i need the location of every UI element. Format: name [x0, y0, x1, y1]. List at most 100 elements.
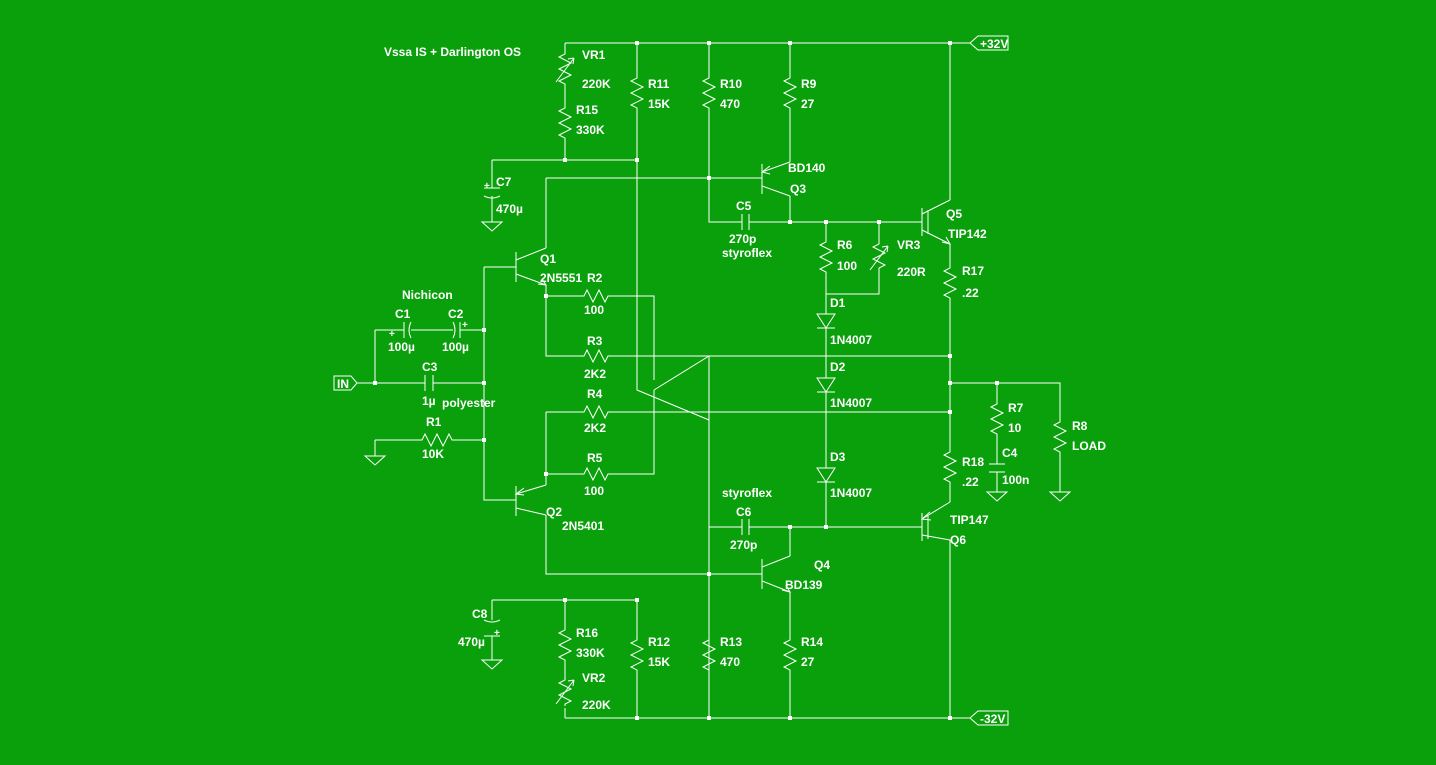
resistor-r6: [818, 238, 834, 276]
vr2-value: 220K: [582, 698, 611, 712]
r13-value: 470: [720, 655, 740, 669]
r4-ref: R4: [587, 387, 603, 401]
r10-value: 470: [720, 97, 740, 111]
r1-value: 10K: [422, 447, 444, 461]
r2-ref: R2: [587, 271, 603, 285]
resistor-r18: [942, 448, 958, 486]
q1-value: 2N5551: [540, 271, 582, 285]
capacitor-c5: [741, 214, 750, 230]
ground-c4: [985, 491, 1009, 502]
q3-value: BD140: [788, 161, 826, 175]
c5-value: 270p: [729, 232, 756, 246]
resistor-r2: [580, 288, 612, 304]
resistor-r7: [989, 400, 1005, 438]
c3-ref: C3: [422, 360, 438, 374]
r14-value: 27: [801, 655, 815, 669]
d2-value: 1N4007: [830, 396, 872, 410]
ports: [333, 35, 1009, 726]
q4-value: BD139: [785, 578, 823, 592]
svg-text:+: +: [462, 320, 468, 331]
vr1-value: 220K: [582, 77, 611, 91]
d3-value: 1N4007: [830, 486, 872, 500]
wires: [357, 42, 1061, 719]
resistor-vr1: [557, 50, 573, 88]
resistor-r8: [1052, 418, 1068, 456]
c7-ref: C7: [496, 175, 512, 189]
resistor-r15: [557, 104, 573, 142]
r10-ref: R10: [720, 77, 742, 91]
c5-ref: C5: [736, 199, 752, 213]
c8-ref: C8: [472, 607, 488, 621]
c2-ref: C2: [448, 307, 464, 321]
r16-value: 330K: [576, 646, 605, 660]
resistor-r13: [701, 636, 717, 674]
resistor-r17: [942, 264, 958, 302]
ground-c8: [480, 659, 504, 670]
vr2-ref: VR2: [582, 671, 606, 685]
transistor-q2: [514, 484, 547, 516]
r8-value: LOAD: [1072, 439, 1106, 453]
r9-value: 27: [801, 97, 815, 111]
transistor-q6: [920, 501, 951, 541]
transistor-q4: [761, 555, 792, 593]
r18-ref: R18: [962, 455, 984, 469]
q3-ref: Q3: [790, 182, 806, 196]
capacitor-c3: [424, 375, 434, 391]
c3-note: polyester: [442, 396, 496, 410]
r17-value: .22: [962, 286, 979, 300]
q6-ref: Q6: [950, 533, 966, 547]
capacitor-c1: [403, 321, 412, 339]
ground-symbols: [363, 221, 1072, 670]
c2-value: 100µ: [442, 340, 469, 354]
port-negative: [969, 710, 1009, 726]
resistor-r3: [580, 348, 612, 364]
resistor-r12: [629, 636, 645, 674]
r4-value: 2K2: [584, 421, 606, 435]
r12-ref: R12: [648, 635, 670, 649]
c6-value: 270p: [730, 538, 757, 552]
resistor-symbols: [418, 50, 1068, 706]
r15-value: 330K: [576, 123, 605, 137]
c8-value: 470µ: [458, 635, 485, 649]
q5-ref: Q5: [946, 207, 962, 221]
c3-value: 1µ: [422, 394, 436, 408]
c1-ref: C1: [395, 307, 411, 321]
resistor-r16: [557, 626, 573, 664]
ground-r1: [363, 455, 387, 466]
d3-ref: D3: [830, 450, 846, 464]
r2-value: 100: [584, 303, 604, 317]
r8-ref: R8: [1072, 419, 1088, 433]
c7-value: 470µ: [496, 202, 523, 216]
schematic-title: Vssa IS + Darlington OS: [384, 45, 521, 59]
vr3-ref: VR3: [897, 238, 921, 252]
port-input: [333, 375, 358, 391]
diode-symbols: [816, 313, 836, 483]
vr1-ref: VR1: [582, 48, 606, 62]
c5-note: styroflex: [722, 246, 772, 260]
c4-value: 100n: [1002, 473, 1029, 487]
d1-value: 1N4007: [830, 333, 872, 347]
r18-value: .22: [962, 475, 979, 489]
r17-ref: R17: [962, 264, 984, 278]
q5-value: TIP142: [948, 227, 987, 241]
port-negative-label: -32V: [980, 712, 1005, 726]
r11-ref: R11: [648, 77, 670, 91]
r5-ref: R5: [587, 451, 603, 465]
r16-ref: R16: [576, 626, 598, 640]
r9-ref: R9: [801, 77, 817, 91]
resistor-r5: [580, 466, 612, 482]
capacitor-c4: [989, 463, 1005, 473]
transistor-q5: [921, 199, 952, 245]
r12-value: 15K: [648, 655, 670, 669]
resistor-r4: [580, 404, 612, 420]
resistor-r9: [782, 74, 798, 112]
q6-value: TIP147: [950, 513, 989, 527]
capacitor-symbols: + + + +: [389, 181, 1005, 639]
transistor-q3: [760, 161, 791, 197]
q2-value: 2N5401: [562, 519, 604, 533]
capacitor-c7: [483, 187, 501, 204]
resistor-r10: [701, 74, 717, 112]
r13-ref: R13: [720, 635, 742, 649]
r6-ref: R6: [837, 238, 853, 252]
c4-ref: C4: [1002, 446, 1018, 460]
